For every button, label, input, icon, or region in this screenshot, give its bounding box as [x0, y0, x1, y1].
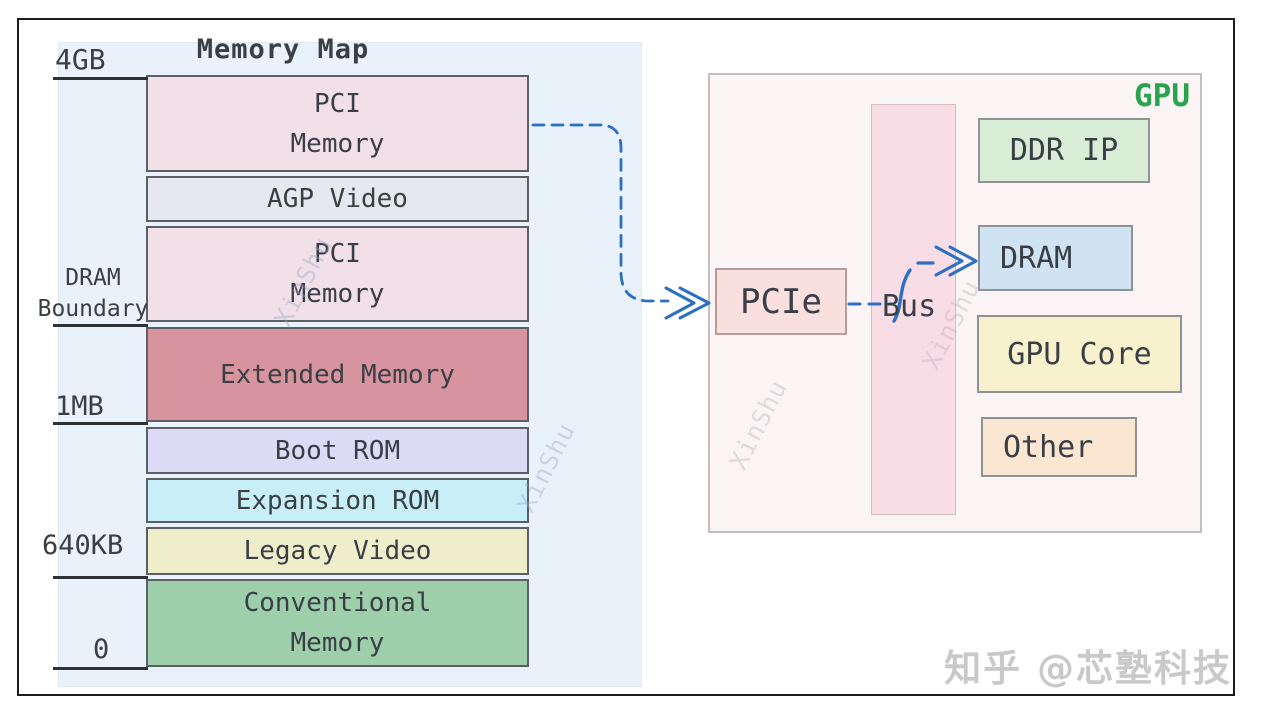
gpu-title: GPU — [1134, 78, 1190, 114]
tick-label-dram-boundary: DRAM Boundary — [37, 265, 149, 322]
tick-label-1mb: 1MB — [55, 391, 104, 422]
memory-block-conventional-memory: Conventional Memory — [146, 579, 529, 667]
tick-label-4gb: 4GB — [55, 43, 106, 76]
memory-block-pci-memory-lower: PCI Memory — [146, 226, 529, 322]
tick-line-1mb — [53, 422, 148, 425]
memory-map-title: Memory Map — [196, 34, 370, 65]
gpu-component-gpu-core: GPU Core — [977, 315, 1182, 393]
memory-block-legacy-video: Legacy Video — [146, 527, 529, 575]
tick-line-dram-boundary — [53, 324, 148, 327]
bus-bar — [871, 104, 956, 515]
gpu-component-other: Other — [981, 417, 1137, 477]
tick-line-0 — [53, 667, 148, 670]
bus-label: Bus — [882, 289, 937, 324]
memory-block-extended-memory: Extended Memory — [146, 327, 529, 422]
tick-label-640kb: 640KB — [42, 530, 124, 561]
tick-line-640kb — [53, 576, 148, 579]
memory-block-pci-memory-upper: PCI Memory — [146, 75, 529, 172]
zhihu-credit-watermark: 知乎 @芯塾科技 — [944, 647, 1232, 690]
gpu-component-dram: DRAM — [978, 225, 1133, 291]
pcie-box: PCIe — [715, 268, 847, 335]
tick-label-0: 0 — [93, 634, 110, 665]
memory-block-boot-rom: Boot ROM — [146, 427, 529, 474]
tick-line-4gb — [53, 77, 148, 80]
gpu-component-ddr-ip: DDR IP — [978, 118, 1150, 183]
memory-block-expansion-rom: Expansion ROM — [146, 478, 529, 523]
memory-block-agp-video: AGP Video — [146, 176, 529, 222]
